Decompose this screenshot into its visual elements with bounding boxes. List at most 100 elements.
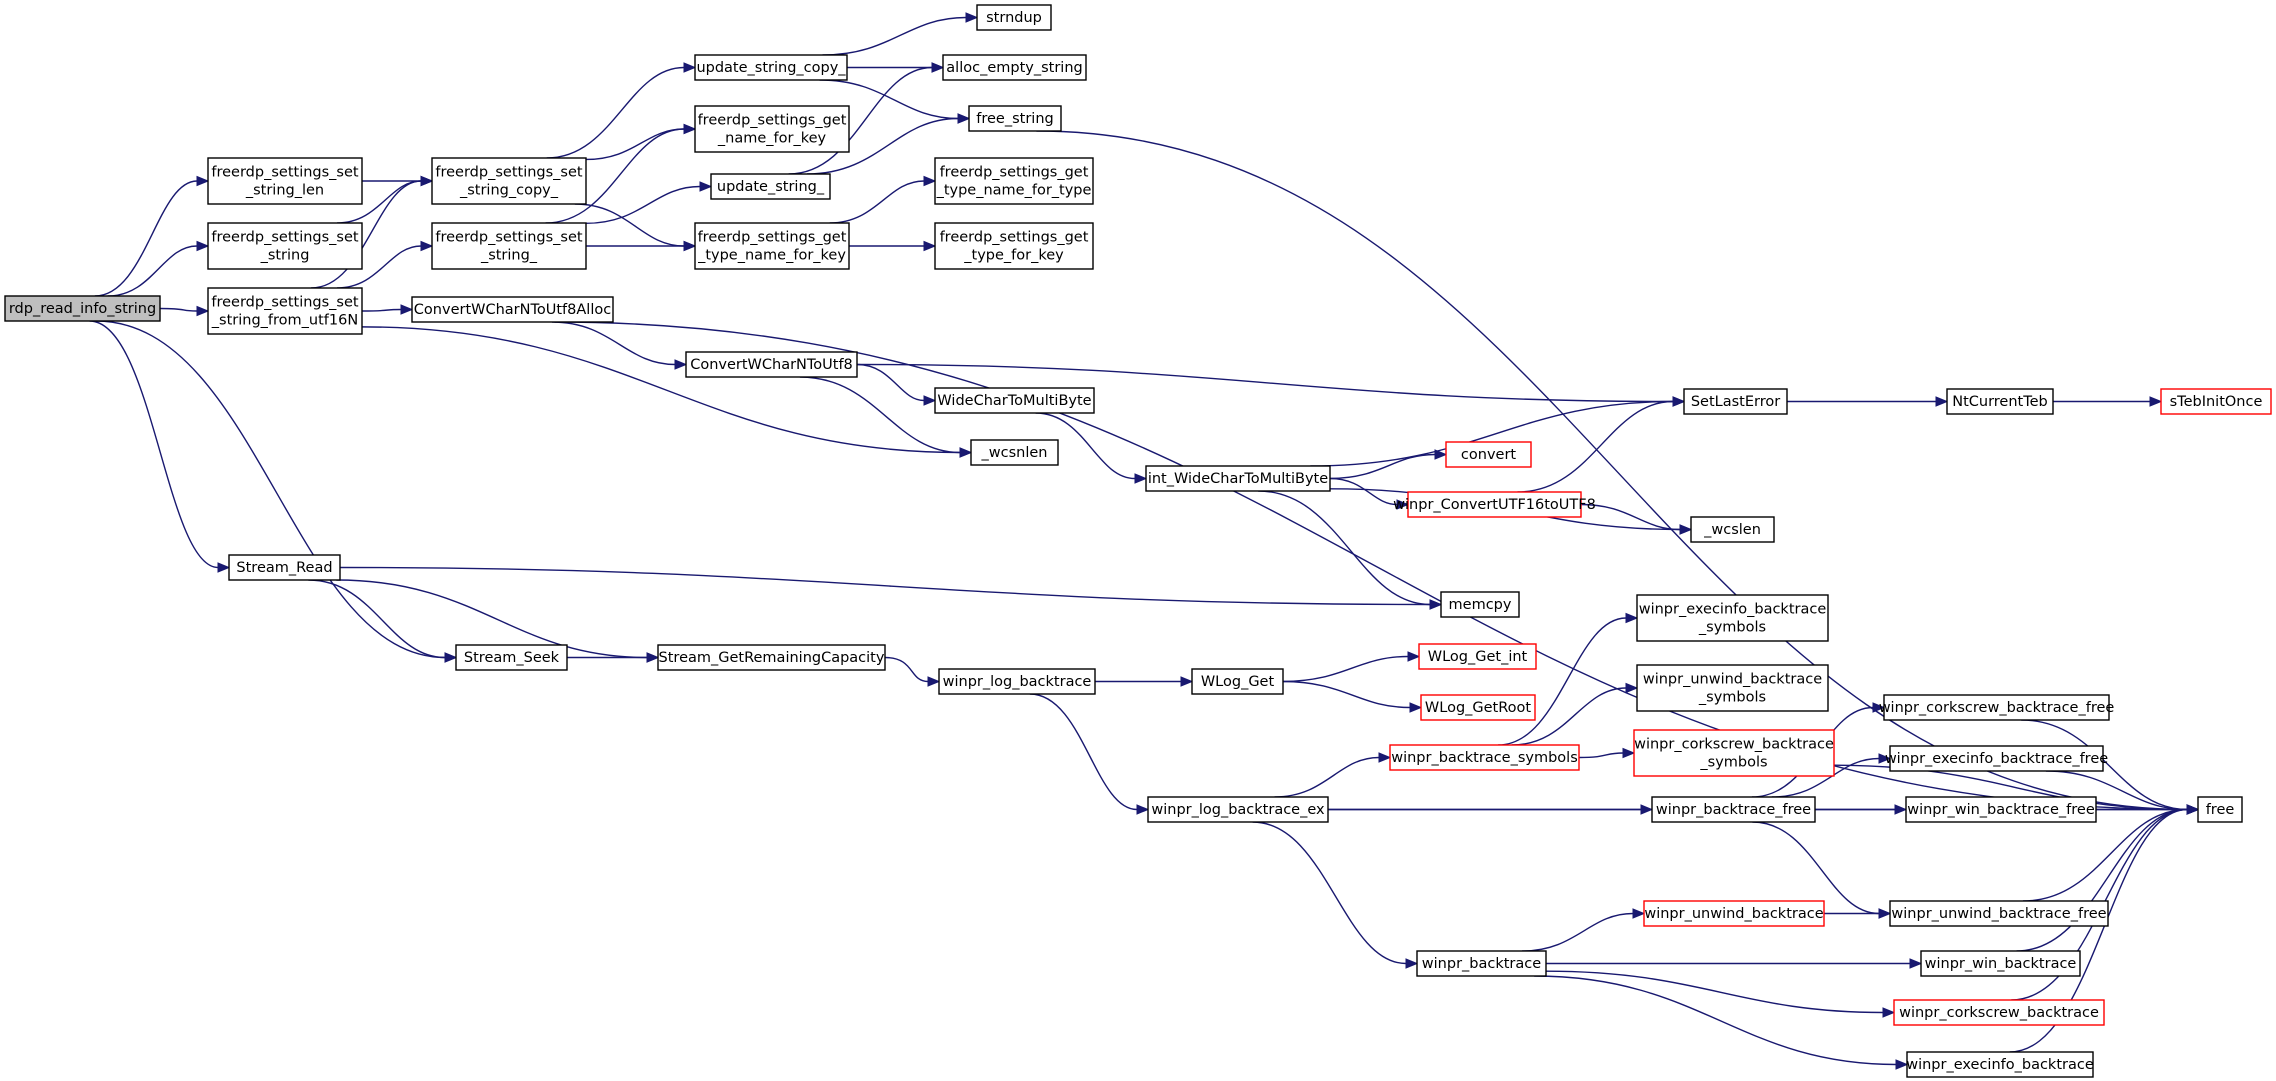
function-node-box[interactable] [431, 222, 587, 270]
function-node[interactable]: WLog_GetRoot [1420, 694, 1536, 721]
function-node-box[interactable] [1445, 441, 1532, 468]
function-node[interactable]: rdp_read_info_string [4, 295, 161, 322]
function-node[interactable]: free [2197, 796, 2243, 823]
function-node-box[interactable] [1636, 664, 1829, 712]
function-node[interactable]: winpr_corkscrew_backtrace_symbols [1633, 729, 1835, 777]
function-node[interactable]: Stream_GetRemainingCapacity [657, 644, 886, 671]
function-node-box[interactable] [1416, 950, 1547, 977]
function-node[interactable]: ConvertWCharNToUtf8Alloc [411, 296, 614, 323]
function-node[interactable]: update_string_copy_ [694, 54, 848, 81]
function-node-box[interactable] [207, 222, 363, 270]
function-node[interactable]: freerdp_settings_set_string_from_utf16N [207, 287, 363, 335]
function-node[interactable]: winpr_log_backtrace [938, 668, 1096, 695]
function-node-box[interactable] [1145, 465, 1331, 492]
function-node-box[interactable] [694, 54, 848, 81]
function-node-box[interactable] [1920, 950, 2081, 977]
function-node-box[interactable] [1440, 591, 1520, 618]
function-node[interactable]: update_string_ [710, 173, 831, 200]
function-node[interactable]: WideCharToMultiByte [934, 387, 1095, 414]
function-node[interactable]: winpr_unwind_backtrace [1643, 900, 1825, 927]
function-node-box[interactable] [942, 54, 1087, 81]
function-node-box[interactable] [694, 222, 850, 270]
function-node-box[interactable] [228, 554, 341, 581]
function-node[interactable]: winpr_ConvertUTF16toUTF8 [1393, 491, 1596, 518]
function-node[interactable]: freerdp_settings_set_string_ [431, 222, 587, 270]
function-node[interactable]: freerdp_settings_set_string_len [207, 157, 363, 205]
function-node-box[interactable] [1893, 999, 2105, 1026]
function-node-box[interactable] [934, 157, 1094, 205]
function-node-box[interactable] [657, 644, 886, 671]
function-node-box[interactable] [968, 105, 1062, 132]
function-node-box[interactable] [934, 387, 1095, 414]
function-node-box[interactable] [976, 4, 1052, 31]
function-node[interactable]: _wcslen [1690, 516, 1775, 543]
function-node-box[interactable] [1191, 668, 1284, 695]
function-node[interactable]: winpr_backtrace_symbols [1389, 744, 1580, 771]
function-node-box[interactable] [4, 295, 161, 322]
function-node[interactable]: freerdp_settings_get_type_name_for_key [694, 222, 850, 270]
function-node[interactable]: alloc_empty_string [942, 54, 1087, 81]
function-node[interactable]: strndup [976, 4, 1052, 31]
function-node[interactable]: Stream_Seek [455, 644, 568, 671]
function-node[interactable]: WLog_Get [1191, 668, 1284, 695]
function-node-box[interactable] [1147, 796, 1329, 823]
function-node-box[interactable] [1633, 729, 1835, 777]
function-node[interactable]: memcpy [1440, 591, 1520, 618]
function-node[interactable]: winpr_corkscrew_backtrace [1893, 999, 2105, 1026]
function-node[interactable]: Stream_Read [228, 554, 341, 581]
function-node[interactable]: sTebInitOnce [2160, 388, 2272, 415]
function-node[interactable]: convert [1445, 441, 1532, 468]
function-node[interactable]: SetLastError [1683, 388, 1788, 415]
function-node[interactable]: NtCurrentTeb [1946, 388, 2054, 415]
function-node[interactable]: freerdp_settings_get_name_for_key [694, 105, 850, 153]
function-node-box[interactable] [1643, 900, 1825, 927]
function-node-box[interactable] [1946, 388, 2054, 415]
function-node-box[interactable] [710, 173, 831, 200]
function-node-box[interactable] [1389, 744, 1580, 771]
function-node-box[interactable] [970, 439, 1059, 466]
function-node-box[interactable] [1420, 694, 1536, 721]
function-node[interactable]: WLog_Get_int [1418, 643, 1537, 670]
function-node-box[interactable] [934, 222, 1094, 270]
function-node[interactable]: winpr_execinfo_backtrace_free [1885, 745, 2108, 772]
function-node-box[interactable] [1905, 796, 2097, 823]
function-node-box[interactable] [2197, 796, 2243, 823]
function-node-box[interactable] [1683, 388, 1788, 415]
function-node[interactable]: winpr_backtrace [1416, 950, 1547, 977]
function-node[interactable]: winpr_unwind_backtrace_free [1889, 900, 2109, 927]
function-node[interactable]: winpr_unwind_backtrace_symbols [1636, 664, 1829, 712]
function-node[interactable]: _wcsnlen [970, 439, 1059, 466]
function-node-box[interactable] [938, 668, 1096, 695]
function-node-box[interactable] [431, 157, 587, 205]
function-node-box[interactable] [1636, 594, 1829, 642]
function-node[interactable]: ConvertWCharNToUtf8 [685, 351, 858, 378]
function-node-box[interactable] [1889, 745, 2104, 772]
function-node[interactable]: winpr_corkscrew_backtrace_free [1879, 694, 2115, 721]
function-node[interactable]: winpr_execinfo_backtrace_symbols [1636, 594, 1829, 642]
function-node-box[interactable] [1407, 491, 1582, 518]
function-node-box[interactable] [1906, 1051, 2094, 1078]
function-node-box[interactable] [694, 105, 850, 153]
function-node[interactable]: winpr_win_backtrace_free [1905, 796, 2097, 823]
function-node[interactable]: free_string [968, 105, 1062, 132]
function-node[interactable]: freerdp_settings_get_type_name_for_type [934, 157, 1094, 205]
function-node[interactable]: int_WideCharToMultiByte [1145, 465, 1331, 492]
function-node-box[interactable] [411, 296, 614, 323]
function-node-box[interactable] [685, 351, 858, 378]
function-node-box[interactable] [1690, 516, 1775, 543]
function-node[interactable]: freerdp_settings_set_string [207, 222, 363, 270]
function-node-box[interactable] [1883, 694, 2110, 721]
function-node-box[interactable] [455, 644, 568, 671]
function-node-box[interactable] [207, 157, 363, 205]
function-node-box[interactable] [1651, 796, 1816, 823]
function-node[interactable]: freerdp_settings_set_string_copy_ [431, 157, 587, 205]
function-node[interactable]: freerdp_settings_get_type_for_key [934, 222, 1094, 270]
function-node-box[interactable] [2160, 388, 2272, 415]
function-node[interactable]: winpr_backtrace_free [1651, 796, 1816, 823]
function-node[interactable]: winpr_win_backtrace [1920, 950, 2081, 977]
function-node-box[interactable] [1889, 900, 2109, 927]
function-node-box[interactable] [207, 287, 363, 335]
function-node-box[interactable] [1418, 643, 1537, 670]
function-node[interactable]: winpr_log_backtrace_ex [1147, 796, 1329, 823]
function-node[interactable]: winpr_execinfo_backtrace [1906, 1051, 2094, 1078]
